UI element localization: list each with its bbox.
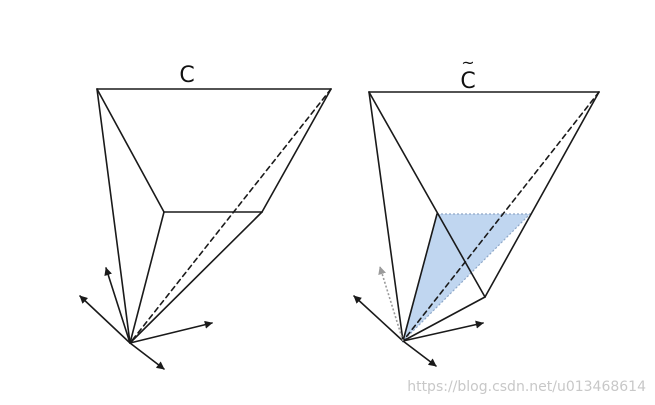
- label-c-tilde: C: [460, 69, 475, 94]
- cone-c-ray-2: [129, 211, 263, 344]
- cone-ct-ray-bottom: [402, 296, 486, 342]
- cone-ct-arrow-right: [402, 320, 484, 342]
- cone-ct-arrow-down: [402, 340, 437, 367]
- cone-c-ray-1: [129, 211, 165, 344]
- cone-c-left-edge: [96, 88, 131, 344]
- watermark: https://blog.csdn.net/u013468614: [407, 379, 646, 395]
- cone-ct-arrow-left: [353, 295, 404, 342]
- cone-ct-dashed-ray: [402, 91, 600, 342]
- cone-c-right-edge: [261, 88, 332, 213]
- cone-ct-right-edge: [484, 91, 600, 298]
- cone-c-arrow-down: [129, 342, 165, 370]
- shaded-triangle: [401, 213, 532, 344]
- cone-c-inner-diagonal: [96, 88, 165, 213]
- cone-c-dashed-ray: [129, 88, 332, 344]
- cone-c-arrow-right: [129, 320, 213, 344]
- cone-c-arrow-left: [79, 295, 131, 344]
- cone-ct-dotted-arrow: [378, 266, 404, 342]
- label-c-tilde-mark: ~: [461, 53, 474, 72]
- cone-ct-inner-diagonal: [368, 91, 486, 298]
- cone-ct-ray-left: [402, 213, 438, 342]
- cone-c-arrow-up: [104, 267, 131, 344]
- label-c: C: [179, 63, 194, 88]
- cone-c: [79, 88, 332, 370]
- cone-ct-left-edge: [368, 91, 404, 342]
- cone-c-tilde: [353, 91, 600, 367]
